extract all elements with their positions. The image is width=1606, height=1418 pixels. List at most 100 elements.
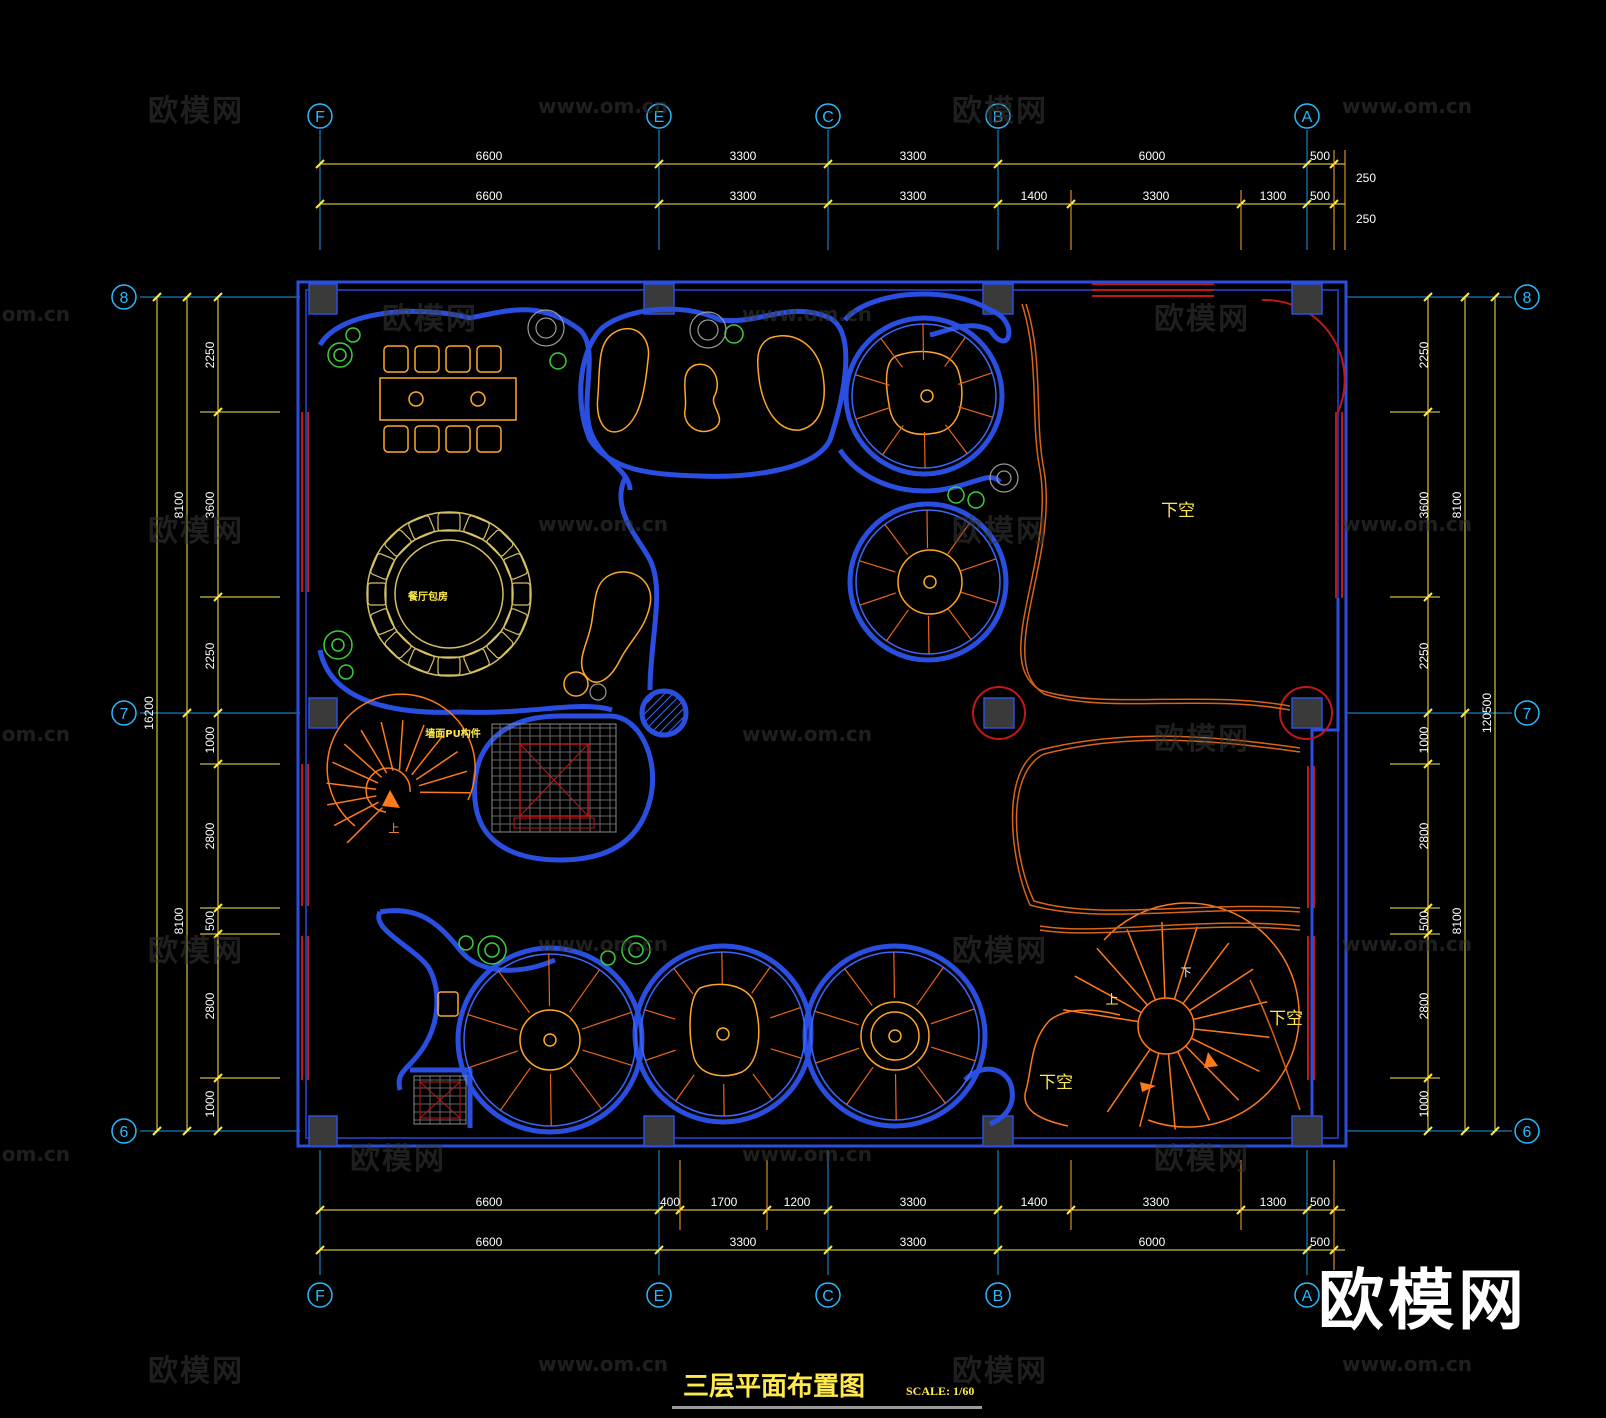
void-boundary bbox=[1011, 303, 1301, 1111]
svg-text:6000: 6000 bbox=[1139, 149, 1166, 163]
brand-logo-text: 欧模网 bbox=[1318, 1262, 1528, 1339]
spoke bbox=[916, 967, 944, 1006]
chair bbox=[437, 512, 461, 532]
stair-tread bbox=[333, 801, 379, 827]
axis-bubble-right-6: 6 bbox=[1514, 1118, 1540, 1144]
svg-text:F: F bbox=[315, 1288, 325, 1305]
plants bbox=[323, 324, 985, 966]
chair bbox=[370, 553, 395, 580]
svg-text:C: C bbox=[822, 109, 834, 126]
svg-text:3300: 3300 bbox=[730, 189, 757, 203]
stair-tread bbox=[380, 721, 394, 771]
svg-text:1300: 1300 bbox=[1260, 189, 1287, 203]
stair-tread bbox=[1185, 1045, 1240, 1101]
spoke bbox=[947, 608, 972, 641]
axis-bubble-top-C: C bbox=[815, 103, 841, 129]
axis-bubble-right-8: 8 bbox=[1514, 284, 1540, 310]
stair-tread bbox=[327, 795, 377, 806]
svg-text:3300: 3300 bbox=[1143, 1195, 1170, 1209]
serpentine-sofa bbox=[580, 571, 652, 683]
chair bbox=[463, 515, 490, 540]
stair-tread bbox=[1074, 975, 1142, 1014]
stair-tread bbox=[1167, 1053, 1176, 1130]
stair-tread bbox=[326, 782, 377, 791]
svg-text:250: 250 bbox=[1356, 171, 1376, 185]
window-top-opening bbox=[1092, 283, 1214, 297]
svg-text:1000: 1000 bbox=[203, 726, 217, 753]
room-labels: 下空 下空 下空 餐厅包房 墙面PU构件 上 上 下 bbox=[389, 501, 1304, 1093]
chair bbox=[511, 582, 531, 606]
svg-text:3300: 3300 bbox=[900, 1235, 927, 1249]
room-spokes bbox=[467, 323, 997, 1126]
svg-text:3300: 3300 bbox=[730, 149, 757, 163]
label-stair-down: 下 bbox=[1181, 966, 1192, 979]
spoke bbox=[467, 1014, 518, 1031]
chair bbox=[384, 529, 412, 557]
label-stair-up-right: 上 bbox=[1105, 993, 1118, 1008]
svg-text:1200: 1200 bbox=[784, 1195, 811, 1209]
axis-bubble-bottom-F: F bbox=[307, 1282, 333, 1308]
svg-text:400: 400 bbox=[660, 1195, 680, 1209]
axis-bubble-top-E: E bbox=[646, 103, 672, 129]
spoke bbox=[581, 1011, 632, 1030]
svg-text:120500: 120500 bbox=[1480, 693, 1494, 733]
spoke bbox=[927, 615, 930, 655]
svg-text:1000: 1000 bbox=[1417, 726, 1431, 753]
stair-tread bbox=[1189, 968, 1254, 1012]
svg-text:2250: 2250 bbox=[1417, 341, 1431, 368]
svg-text:6600: 6600 bbox=[476, 1235, 503, 1249]
stair-tread bbox=[346, 807, 383, 844]
stair-tread bbox=[419, 791, 471, 794]
spoke bbox=[894, 1073, 897, 1121]
svg-text:1000: 1000 bbox=[1417, 1090, 1431, 1117]
svg-text:2800: 2800 bbox=[203, 992, 217, 1019]
svg-text:7: 7 bbox=[120, 706, 129, 723]
window-right-lower bbox=[1307, 766, 1315, 1080]
spoke bbox=[880, 337, 903, 368]
chair bbox=[437, 656, 461, 676]
window-left-upper bbox=[301, 412, 309, 592]
svg-text:1300: 1300 bbox=[1260, 1195, 1287, 1209]
axis-bubble-left-8: 8 bbox=[111, 284, 137, 310]
spoke bbox=[884, 523, 909, 556]
spoke bbox=[882, 425, 904, 456]
furniture bbox=[366, 328, 963, 1077]
svg-text:500: 500 bbox=[1417, 911, 1431, 931]
axis-bubble-right-7: 7 bbox=[1514, 700, 1540, 726]
spoke bbox=[893, 951, 896, 999]
structural-columns bbox=[308, 283, 1323, 1147]
door-swing-arc bbox=[1261, 298, 1346, 413]
spoke bbox=[582, 1049, 633, 1066]
spoke bbox=[926, 509, 929, 549]
label-void-bottom: 下空 bbox=[1039, 1073, 1073, 1093]
spoke bbox=[960, 591, 997, 604]
stair-tread bbox=[1139, 1052, 1160, 1127]
svg-text:3300: 3300 bbox=[900, 149, 927, 163]
spoke bbox=[770, 1006, 801, 1019]
round-banquet-table bbox=[366, 511, 532, 677]
partition-inner-lines bbox=[463, 323, 1001, 1127]
spoke bbox=[752, 1073, 773, 1101]
stair-tread bbox=[332, 761, 379, 784]
svg-text:F: F bbox=[315, 109, 325, 126]
svg-text:6: 6 bbox=[120, 1124, 129, 1141]
spoke bbox=[947, 522, 970, 555]
spoke bbox=[923, 431, 926, 469]
spoke bbox=[644, 1009, 676, 1020]
banquet-chairs bbox=[367, 512, 531, 676]
svg-text:7: 7 bbox=[1523, 706, 1532, 723]
dining-table bbox=[379, 345, 517, 453]
svg-text:16200: 16200 bbox=[142, 696, 156, 730]
svg-text:1400: 1400 bbox=[1021, 1195, 1048, 1209]
svg-text:2250: 2250 bbox=[1417, 642, 1431, 669]
chair bbox=[503, 608, 528, 635]
axis-bubble-bottom-E: E bbox=[646, 1282, 672, 1308]
axis-bubble-bottom-C: C bbox=[815, 1282, 841, 1308]
svg-text:1000: 1000 bbox=[203, 1090, 217, 1117]
spoke bbox=[673, 967, 694, 995]
spoke bbox=[814, 1010, 859, 1026]
stair-tread bbox=[418, 770, 468, 787]
spoke bbox=[499, 1067, 531, 1111]
svg-text:E: E bbox=[654, 109, 665, 126]
svg-text:1400: 1400 bbox=[1021, 189, 1048, 203]
